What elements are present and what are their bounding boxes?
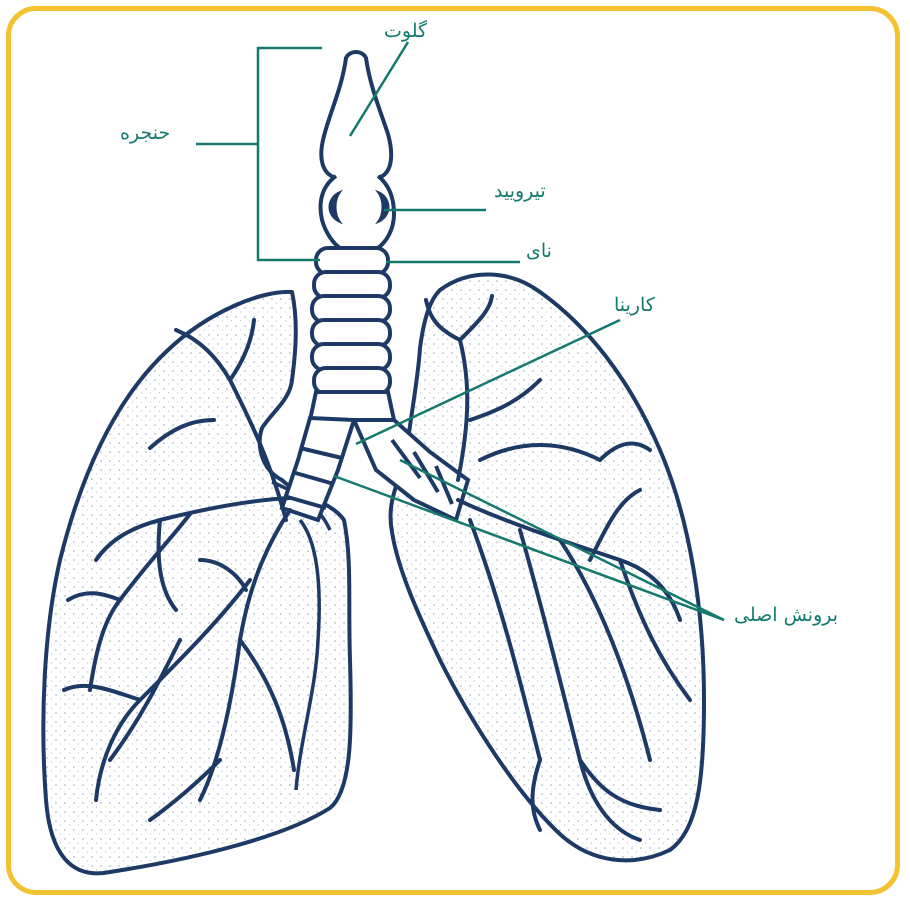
right-lung [391, 274, 704, 860]
larynx-bracket [258, 48, 322, 260]
glottis-cartilage [321, 52, 391, 178]
label-trachea: نای [526, 242, 552, 261]
left-lung [43, 292, 350, 873]
label-thyroid: تیرویید [494, 182, 546, 201]
label-larynx: حنجره [120, 124, 170, 143]
label-carina: کارینا [614, 296, 655, 315]
trachea [310, 248, 394, 420]
label-glottis: گلوت [384, 22, 427, 41]
label-main-bronchus: برونش اصلی [734, 606, 838, 625]
